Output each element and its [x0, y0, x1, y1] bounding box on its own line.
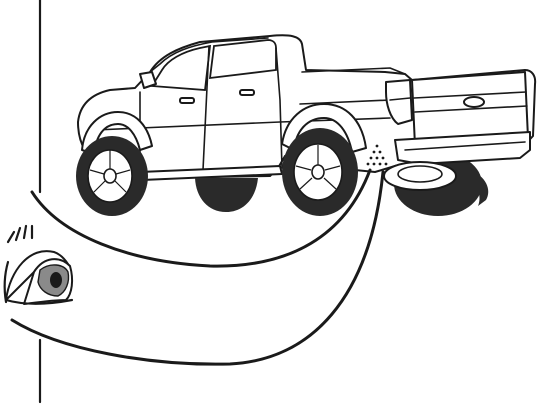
front-far-wheel [195, 178, 258, 212]
rear-door-handle [240, 90, 254, 95]
eye-icon [5, 226, 72, 304]
front-door-handle [180, 98, 194, 103]
pickup-truck [76, 35, 535, 216]
side-mirror [140, 72, 156, 88]
front-wheel [76, 136, 148, 216]
tailgate-logo [464, 97, 484, 107]
rear-wheel [282, 128, 358, 216]
